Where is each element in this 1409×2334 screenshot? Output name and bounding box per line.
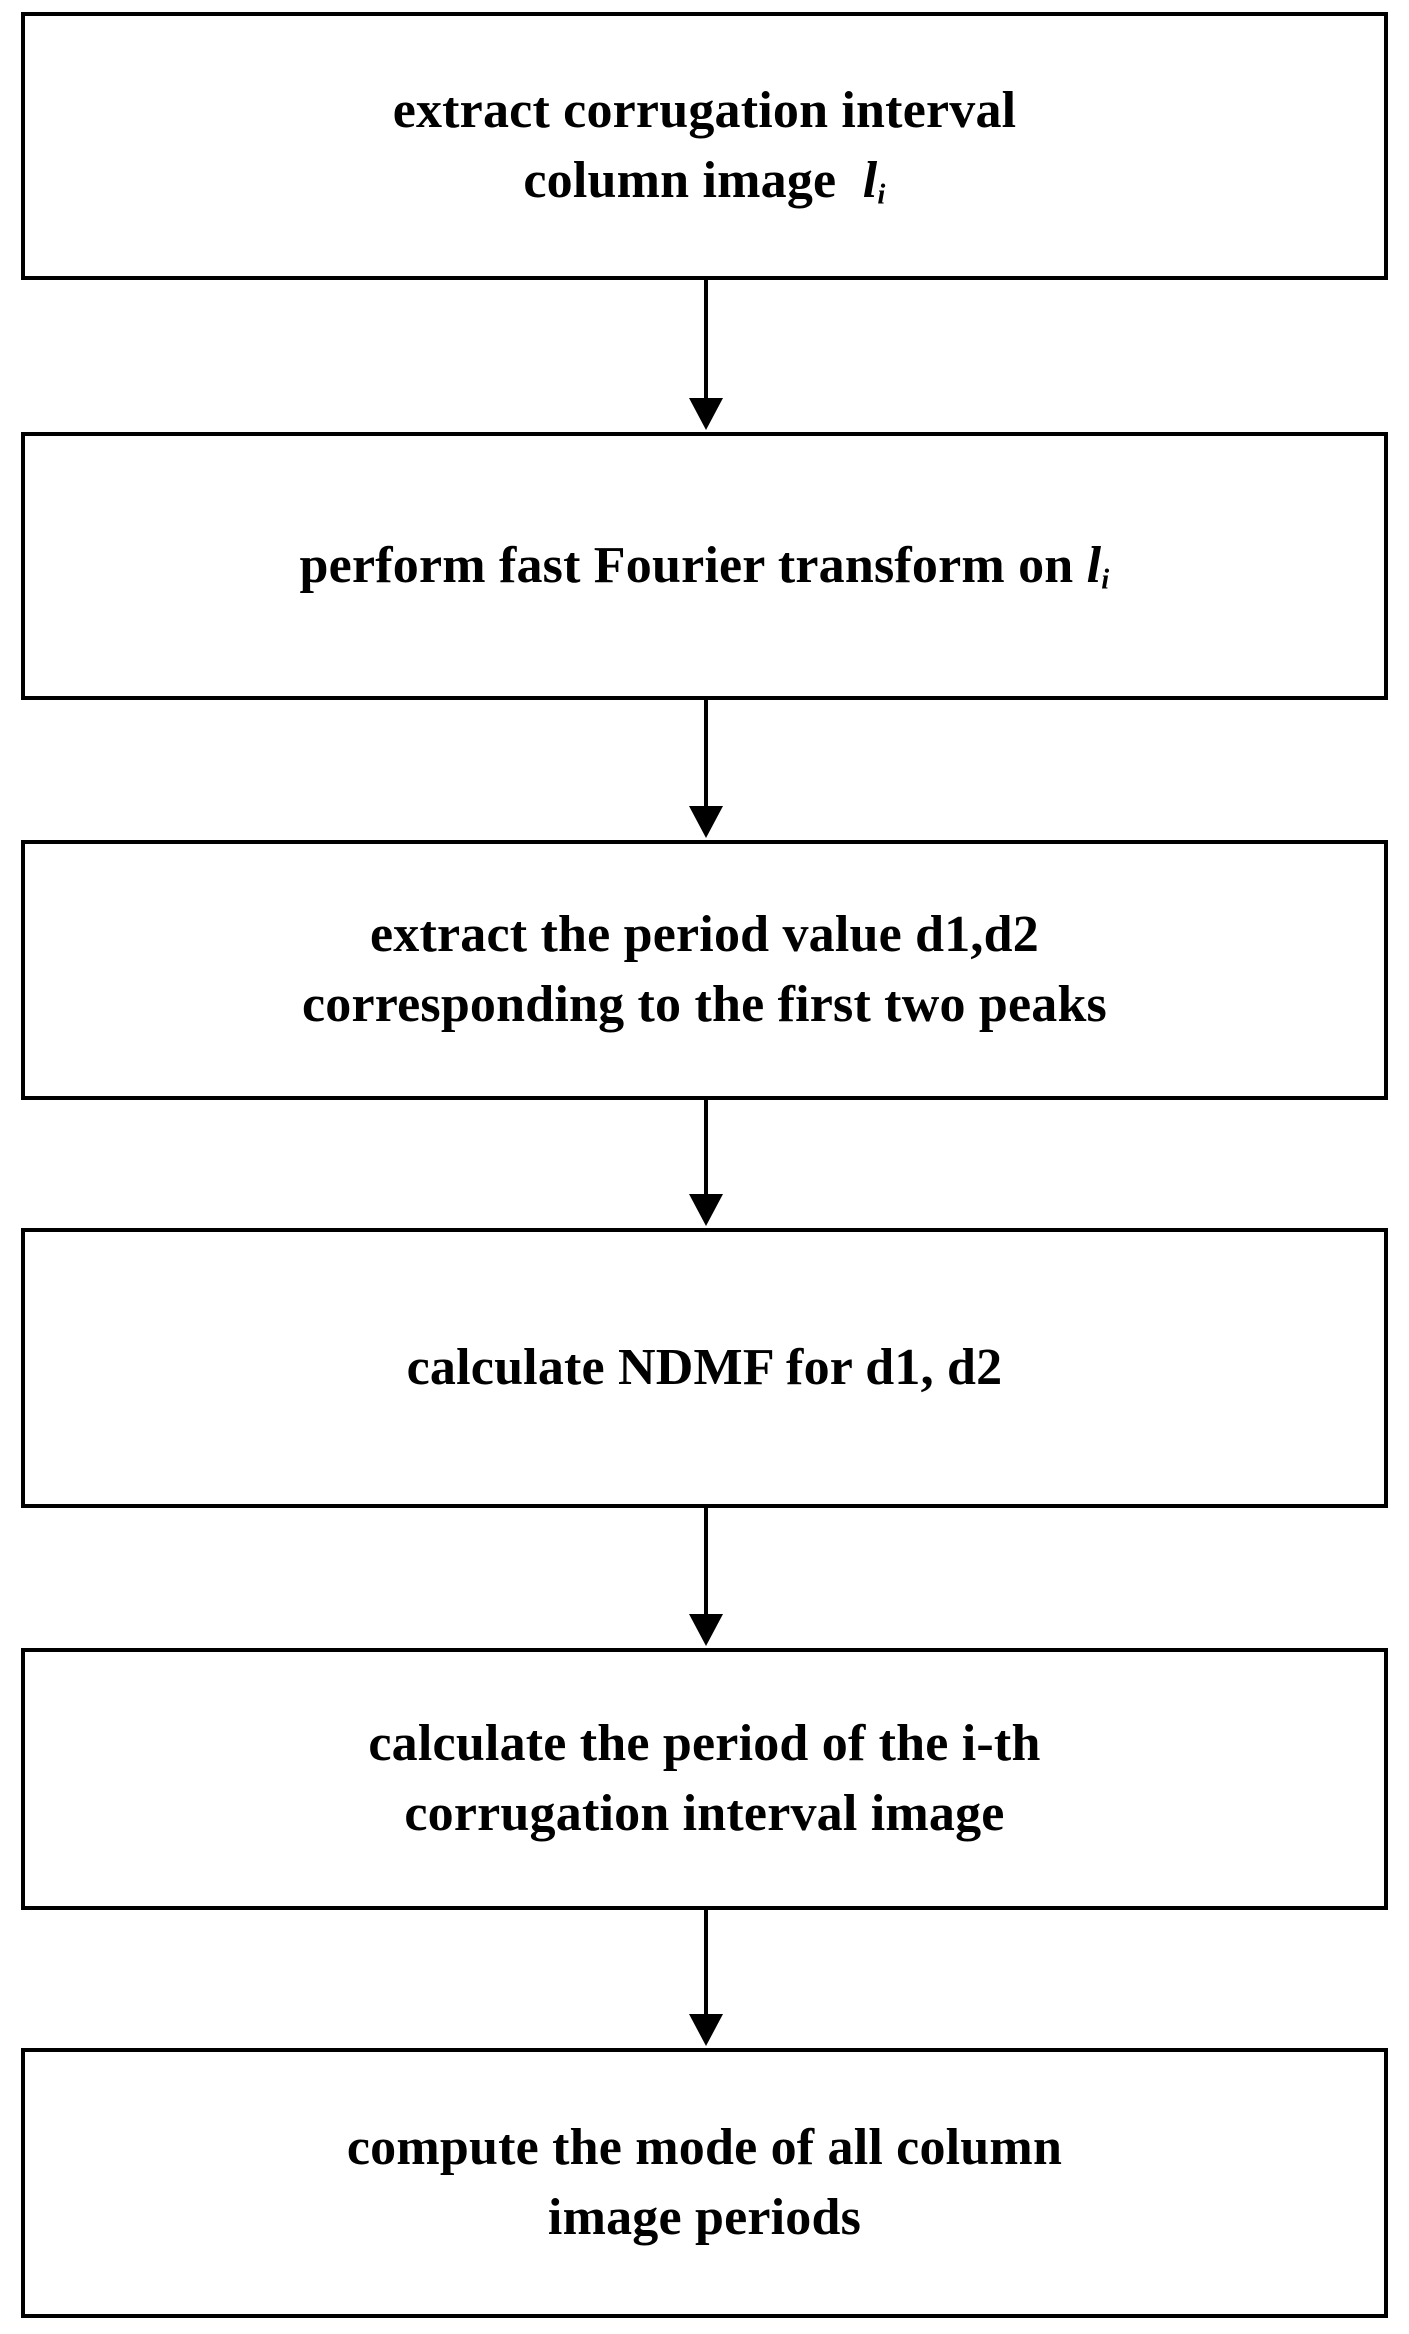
flow-node-3-line-1: extract the period value d1,d2	[370, 905, 1039, 963]
flow-edge-2	[0, 700, 1409, 840]
flow-node-4-text: calculate NDMF for d1, d2	[389, 1333, 1021, 1403]
flow-node-5-line-1: calculate the period of the i-th	[368, 1714, 1041, 1772]
flow-node-3-text: extract the period value d1,d2 correspon…	[284, 900, 1125, 1040]
flow-edge-4	[0, 1508, 1409, 1648]
flow-node-1-line-2: column image	[523, 152, 837, 209]
flow-node-extract-period-values[interactable]: extract the period value d1,d2 correspon…	[21, 840, 1388, 1100]
flow-node-3-line-2: corresponding to the first two peaks	[302, 976, 1107, 1033]
flow-node-1-text: extract corrugation interval column imag…	[375, 76, 1035, 216]
flow-edge-4-line	[704, 1508, 708, 1616]
flow-edge-3-arrowhead-icon	[689, 1194, 723, 1226]
flow-edge-1-arrowhead-icon	[689, 398, 723, 430]
flow-edge-3-line	[704, 1100, 708, 1196]
flow-node-perform-fft[interactable]: perform fast Fourier transform on li	[21, 432, 1388, 700]
variable-l-sub: i	[1101, 564, 1110, 596]
flow-node-extract-column-image[interactable]: extract corrugation interval column imag…	[21, 12, 1388, 280]
flow-node-1-line-1: extract corrugation interval	[392, 81, 1017, 139]
flow-node-2-line-1: perform fast Fourier transform on	[299, 536, 1074, 594]
flow-node-5-line-2: corrugation interval image	[404, 1785, 1005, 1842]
flow-edge-5-line	[704, 1910, 708, 2016]
flow-edge-2-line	[704, 700, 708, 808]
flow-edge-2-arrowhead-icon	[689, 806, 723, 838]
flow-edge-5-arrowhead-icon	[689, 2014, 723, 2046]
flow-edge-1-line	[704, 280, 708, 400]
variable-l-base: l	[862, 152, 878, 209]
flow-node-6-line-1: compute the mode of all column	[346, 2118, 1063, 2176]
variable-l-sub: i	[877, 179, 886, 211]
flow-node-6-line-2: image periods	[547, 2189, 862, 2246]
flow-node-6-text: compute the mode of all column image per…	[329, 2113, 1080, 2253]
variable-l-subscript-i: li	[1087, 537, 1110, 594]
flow-node-2-text: perform fast Fourier transform on li	[282, 531, 1128, 601]
variable-l-subscript-i: li	[863, 152, 886, 209]
flow-edge-4-arrowhead-icon	[689, 1614, 723, 1646]
flow-node-5-text: calculate the period of the i-th corruga…	[350, 1709, 1058, 1849]
flow-edge-1	[0, 280, 1409, 432]
variable-l-base: l	[1086, 536, 1102, 594]
flow-node-4-line-1: calculate NDMF for d1, d2	[406, 1338, 1003, 1396]
flow-edge-3	[0, 1100, 1409, 1228]
flow-node-calculate-ndmf[interactable]: calculate NDMF for d1, d2	[21, 1228, 1388, 1508]
flow-node-compute-mode-of-periods[interactable]: compute the mode of all column image per…	[21, 2048, 1388, 2318]
flow-node-calculate-ith-period[interactable]: calculate the period of the i-th corruga…	[21, 1648, 1388, 1910]
flow-edge-5	[0, 1910, 1409, 2048]
